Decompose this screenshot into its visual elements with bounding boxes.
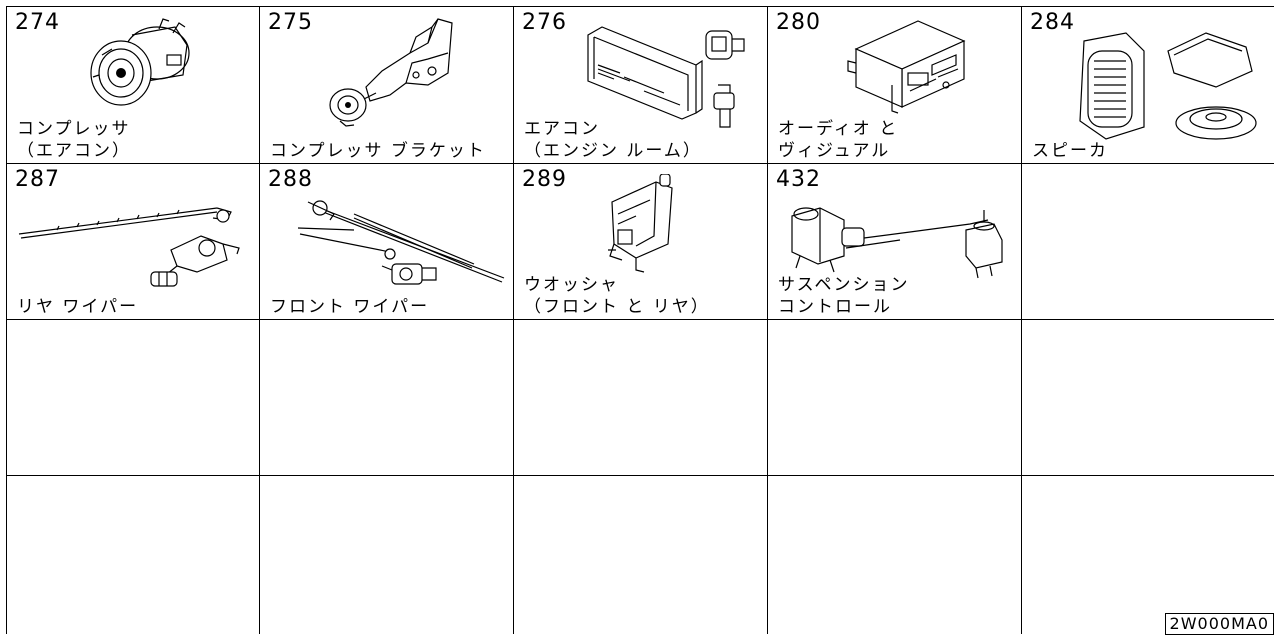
catalog-cell-275[interactable]: 275 コンプレッサ ブラケット (259, 6, 514, 164)
cell-number: 274 (15, 10, 60, 35)
cell-number: 275 (268, 10, 313, 35)
washer-tank-icon (608, 174, 673, 273)
catalog-cell-280[interactable]: 280 オーディオ と ヴィジュアル (767, 6, 1022, 164)
speaker-icon (1079, 32, 1257, 140)
catalog-code-label: 2W000MA0 (1164, 613, 1274, 635)
ac-condenser-icon (587, 26, 745, 128)
catalog-cell-empty (1021, 163, 1274, 320)
cell-label: フロント ワイパー (270, 297, 430, 317)
compressor-bracket-icon (329, 18, 453, 127)
cell-number: 284 (1030, 10, 1075, 35)
catalog-cell-empty (1021, 319, 1274, 476)
catalog-cell-empty (1021, 475, 1274, 634)
rear-wiper-icon (18, 207, 240, 287)
catalog-cell-276[interactable]: 276 エアコン （エンジン ルーム） (513, 6, 768, 164)
catalog-cell-284[interactable]: 284 スピーカ (1021, 6, 1274, 164)
catalog-cell-432[interactable]: 432 サスペンション コントロール (767, 163, 1022, 320)
cell-label: コンプレッサ ブラケット (270, 141, 486, 161)
cell-label: エアコン （エンジン ルーム） (524, 119, 702, 161)
suspension-control-icon (791, 207, 1003, 279)
catalog-cell-empty (513, 319, 768, 476)
audio-unit-icon (847, 20, 966, 114)
cell-number: 276 (522, 10, 567, 35)
cell-number: 288 (268, 167, 313, 192)
catalog-cell-empty (767, 319, 1022, 476)
cell-number: 289 (522, 167, 567, 192)
catalog-cell-empty (6, 475, 260, 634)
catalog-cell-274[interactable]: 274 コンプレッサ （エアコン） (6, 6, 260, 164)
cell-label: サスペンション コントロール (778, 275, 910, 317)
compressor-icon (90, 18, 190, 106)
catalog-cell-289[interactable]: 289 ウオッシャ （フロント と リヤ） (513, 163, 768, 320)
catalog-cell-empty (6, 319, 260, 476)
catalog-cell-287[interactable]: 287 リヤ ワイパー (6, 163, 260, 320)
catalog-cell-288[interactable]: 288 フロント ワイパー (259, 163, 514, 320)
cell-number: 287 (15, 167, 60, 192)
catalog-cell-empty (767, 475, 1022, 634)
cell-label: ウオッシャ （フロント と リヤ） (524, 275, 710, 317)
cell-label: スピーカ (1032, 141, 1108, 161)
parts-catalog-grid: 274 コンプレッサ （エアコン） 275 コンプレッサ ブラケット 276 (6, 6, 1274, 634)
cell-label: コンプレッサ （エアコン） (17, 119, 131, 161)
catalog-cell-empty (259, 319, 514, 476)
cell-number: 432 (776, 167, 821, 192)
front-wiper-icon (297, 200, 505, 285)
cell-label: リヤ ワイパー (17, 297, 139, 317)
cell-label: オーディオ と ヴィジュアル (778, 119, 899, 161)
catalog-cell-empty (513, 475, 768, 634)
catalog-cell-empty (259, 475, 514, 634)
cell-number: 280 (776, 10, 821, 35)
